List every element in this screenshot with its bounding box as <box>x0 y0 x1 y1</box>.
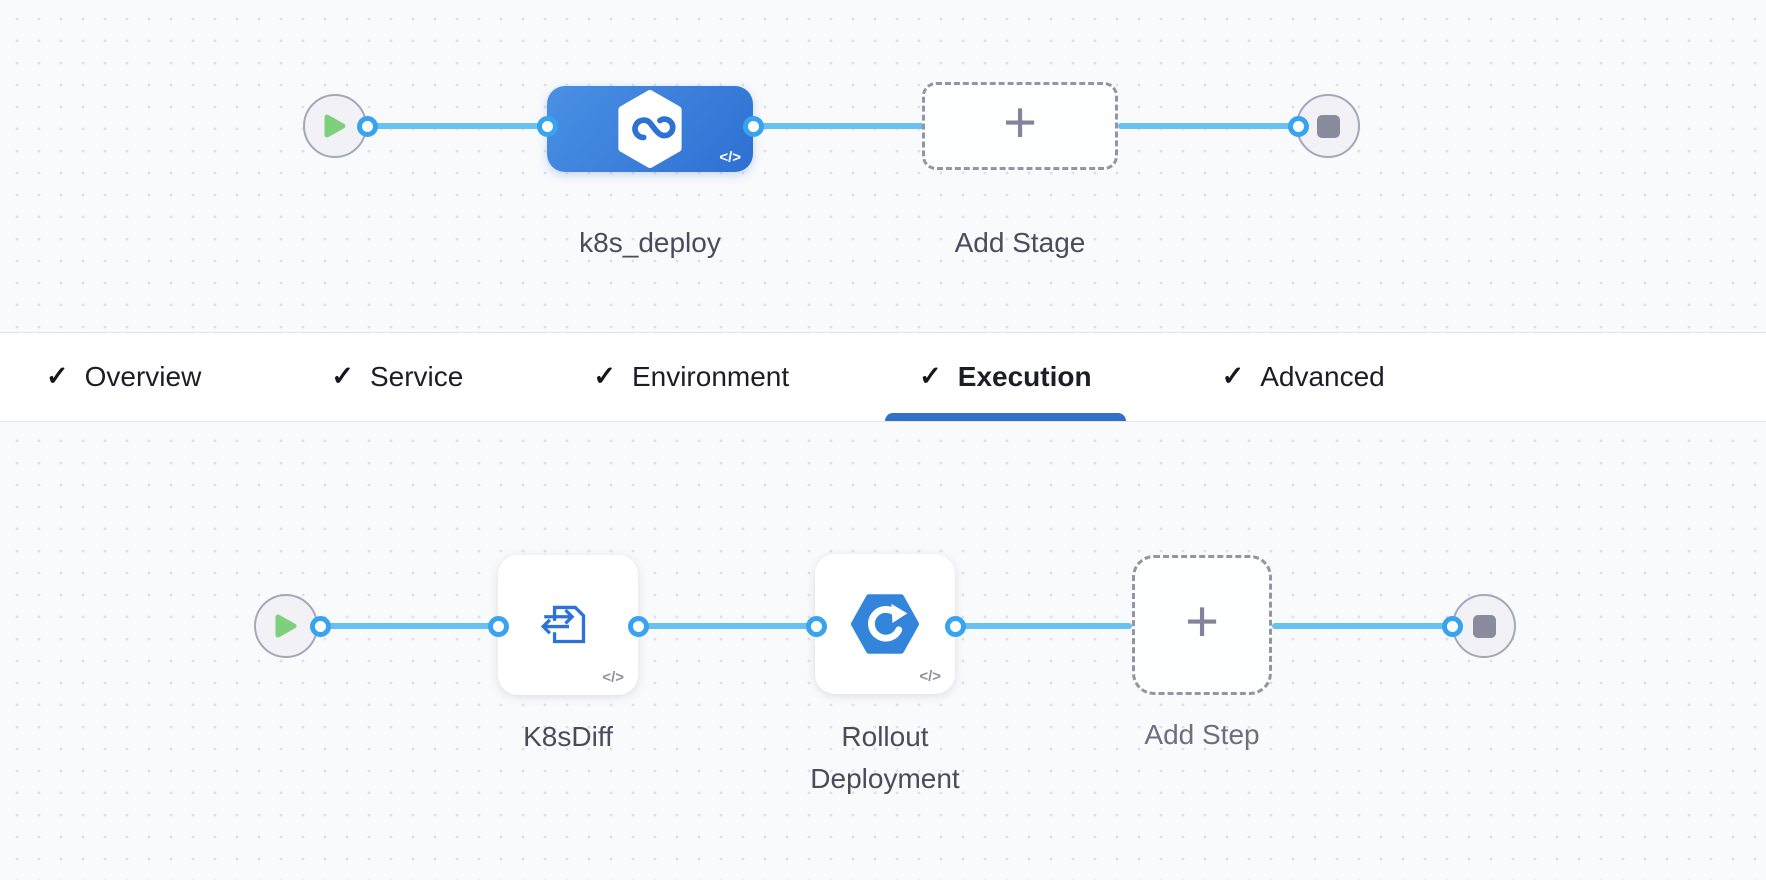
execution-steps-canvas: </> </> + K8sDiff Rollout Deployment Add… <box>0 422 1766 880</box>
stage-pipeline-canvas: </> + k8s_deploy Add Stage <box>0 0 1766 332</box>
play-icon <box>274 613 298 639</box>
connector-port[interactable] <box>357 116 378 137</box>
tab-advanced[interactable]: ✓ Advanced <box>1188 333 1419 421</box>
k8s-diff-icon <box>537 594 599 656</box>
step-node-k8sdiff[interactable]: </> <box>498 555 638 695</box>
pipeline-start-node <box>254 594 318 658</box>
tab-environment[interactable]: ✓ Environment <box>559 333 823 421</box>
connector-port[interactable] <box>1442 616 1463 637</box>
pipeline-link <box>955 623 1132 629</box>
tab-execution[interactable]: ✓ Execution <box>885 333 1126 421</box>
add-step-button[interactable]: + <box>1132 555 1272 695</box>
stage-node-k8s-deploy[interactable]: </> <box>547 86 753 172</box>
connector-port[interactable] <box>628 616 649 637</box>
pipeline-link <box>1118 123 1303 129</box>
plus-icon: + <box>1003 90 1037 155</box>
tab-label: Advanced <box>1260 361 1385 392</box>
connector-port[interactable] <box>806 616 827 637</box>
check-icon: ✓ <box>593 360 616 391</box>
tab-label: Overview <box>84 361 202 392</box>
tab-label: Execution <box>957 361 1092 392</box>
add-stage-label: Add Stage <box>954 227 1086 258</box>
pipeline-link <box>367 123 553 129</box>
stop-icon <box>1472 614 1496 638</box>
connector-port[interactable] <box>310 616 331 637</box>
harness-stage-icon <box>615 90 685 168</box>
pipeline-link <box>320 623 504 629</box>
plus-icon: + <box>1185 589 1219 654</box>
check-icon: ✓ <box>1221 360 1245 391</box>
pipeline-link <box>1272 623 1457 629</box>
tab-overview[interactable]: ✓ Overview <box>12 333 235 421</box>
connector-port[interactable] <box>537 116 558 137</box>
pipeline-link <box>753 123 925 129</box>
connector-port[interactable] <box>1288 116 1309 137</box>
check-icon: ✓ <box>331 360 354 391</box>
pipeline-start-node <box>303 94 367 158</box>
check-icon: ✓ <box>46 360 69 391</box>
stage-config-tabs: ✓ Overview ✓ Service ✓ Environment ✓ Exe… <box>0 332 1766 422</box>
tab-label: Service <box>369 361 464 392</box>
code-view-icon: </> <box>602 669 624 686</box>
code-view-icon: </> <box>919 668 941 685</box>
step-label: Rollout Deployment <box>810 721 960 794</box>
pipeline-link <box>638 623 822 629</box>
step-label: K8sDiff <box>523 721 613 752</box>
stop-icon <box>1316 114 1340 138</box>
connector-port[interactable] <box>945 616 966 637</box>
stage-label: k8s_deploy <box>579 227 721 258</box>
tab-label: Environment <box>631 361 790 392</box>
check-icon: ✓ <box>919 360 942 391</box>
tab-service[interactable]: ✓ Service <box>297 333 497 421</box>
code-view-icon: </> <box>719 149 741 166</box>
rollout-deployment-icon <box>851 594 919 654</box>
play-icon <box>323 113 347 139</box>
add-stage-button[interactable]: + <box>922 82 1118 170</box>
connector-port[interactable] <box>743 116 764 137</box>
step-node-rollout-deployment[interactable]: </> <box>815 554 955 694</box>
add-step-label: Add Step <box>1144 719 1260 750</box>
connector-port[interactable] <box>488 616 509 637</box>
active-tab-underline <box>885 413 1126 421</box>
